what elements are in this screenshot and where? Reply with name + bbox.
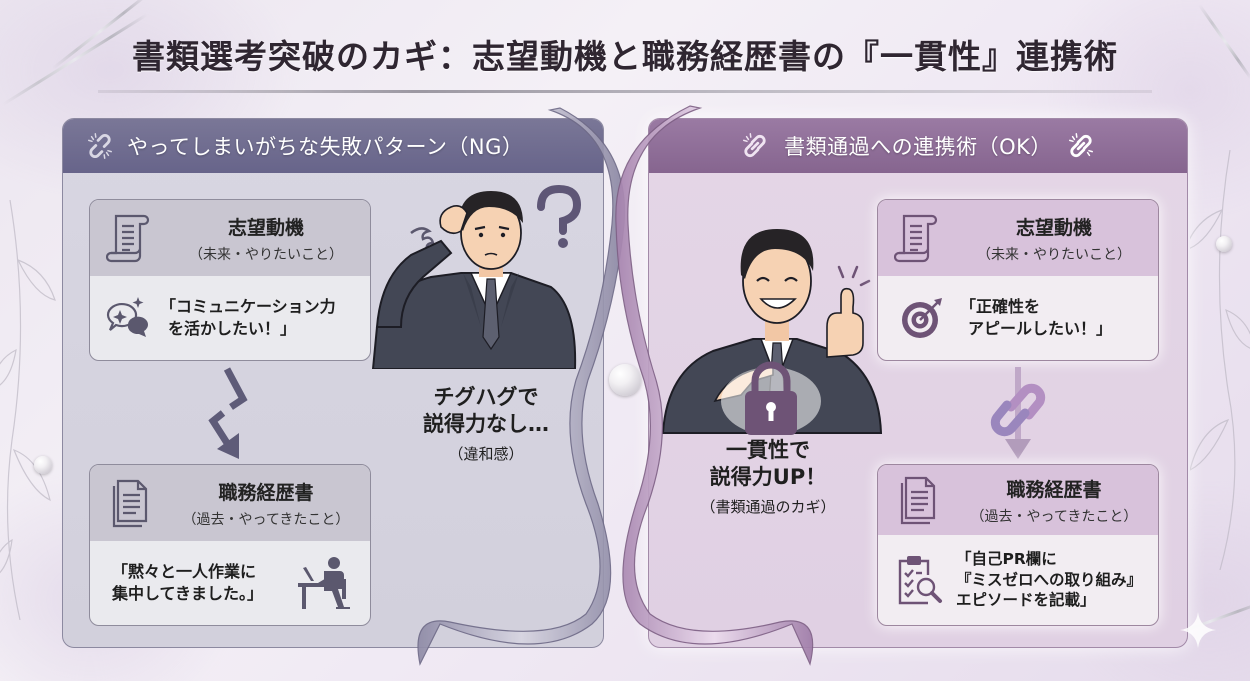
zigzag-broken-arrow-icon xyxy=(208,367,248,459)
title-divider xyxy=(98,90,1152,93)
card-subtitle: （未来・やりたいこと） xyxy=(977,246,1131,263)
question-mark-icon xyxy=(537,184,582,248)
clipboard-checklist-magnifier-icon xyxy=(898,556,942,605)
smiling-businessman-illustration xyxy=(661,229,883,435)
confused-businessman-illustration xyxy=(371,184,582,369)
quote-line: アピールしたい！」 xyxy=(968,319,1113,338)
quote-line: 「コミュニケーション力 xyxy=(160,297,336,317)
ng-panel: やってしまいがちな失敗パターン（NG） 志望動機 （未来・やりたいこと） xyxy=(62,118,604,648)
verdict-line: チグハグで xyxy=(433,385,539,409)
ng-motivation-card: 志望動機 （未来・やりたいこと） 「コミュニケーション力 を活かしたい！」 xyxy=(89,199,371,361)
pearl-decoration xyxy=(34,456,52,474)
chat-bubbles-sparkle-icon xyxy=(106,297,148,337)
card-subtitle: （未来・やりたいこと） xyxy=(189,246,343,263)
card-title: 志望動機 xyxy=(1015,216,1092,239)
verdict-note: （違和感） xyxy=(448,444,524,463)
broken-link-icon xyxy=(88,133,112,159)
card-body: 「コミュニケーション力 を活かしたい！」 xyxy=(90,276,370,360)
scroll-document-icon xyxy=(894,214,938,263)
verdict-line: 説得力なし… xyxy=(423,412,549,437)
sparkle-link-icon xyxy=(743,133,766,158)
silver-leaf-decoration-right xyxy=(1190,150,1250,570)
person-working-at-desk-icon xyxy=(298,557,350,609)
scroll-document-icon xyxy=(106,214,150,263)
ng-panel-title: やってしまいがちな失敗パターン（NG） xyxy=(127,135,524,159)
quote-line: 『ミスゼロへの取り組み』 xyxy=(956,570,1143,589)
stacked-documents-icon xyxy=(900,476,936,525)
page-title: 書類選考突破のカギ：志望動機と職務経歴書の『一貫性』連携術 xyxy=(132,37,1118,76)
verdict-line: 説得力UP！ xyxy=(709,465,827,490)
ok-panel: 書類通過への連携術（OK） xyxy=(648,118,1188,648)
card-title: 志望動機 xyxy=(227,216,304,239)
card-subtitle: （過去・やってきたこと） xyxy=(182,511,350,528)
pearl-decoration xyxy=(1216,236,1232,252)
stacked-documents-icon xyxy=(112,479,148,528)
card-subtitle: （過去・やってきたこと） xyxy=(970,508,1138,525)
card-title: 職務経歴書 xyxy=(1006,478,1102,501)
quote-line: 「黙々と一人作業に xyxy=(112,562,257,582)
ok-resume-card: 職務経歴書 （過去・やってきたこと） 「自己PR欄に 『ミスゼロへの取り組み』 xyxy=(877,464,1159,626)
card-header: 志望動機 （未来・やりたいこと） xyxy=(90,200,370,276)
card-header: 職務経歴書 （過去・やってきたこと） xyxy=(90,465,370,541)
ok-panel-title: 書類通過への連携術（OK） xyxy=(784,135,1052,159)
chain-link-down-arrow-icon xyxy=(990,367,1046,459)
quote-line: エピソードを記載」 xyxy=(956,591,1096,610)
ng-panel-header: やってしまいがちな失敗パターン（NG） xyxy=(63,119,603,173)
ok-verdict: 一貫性で 説得力UP！ （書類通過のカギ） xyxy=(663,437,873,517)
target-bullseye-icon xyxy=(902,298,942,338)
pearl-center xyxy=(609,364,641,396)
sparkle-link-icon xyxy=(1068,133,1093,158)
verdict-line: 一貫性で xyxy=(726,438,810,462)
quote-line: 「自己PR欄に xyxy=(956,549,1057,568)
card-header: 職務経歴書 （過去・やってきたこと） xyxy=(878,465,1158,535)
card-header: 志望動機 （未来・やりたいこと） xyxy=(878,200,1158,276)
verdict-note: （書類通過のカギ） xyxy=(700,497,836,516)
card-title: 職務経歴書 xyxy=(218,481,314,504)
ng-verdict: チグハグで 説得力なし… （違和感） xyxy=(381,384,591,464)
card-body: 「自己PR欄に 『ミスゼロへの取り組み』 エピソードを記載」 xyxy=(878,535,1158,625)
quote-line: を活かしたい！」 xyxy=(168,319,297,338)
card-body: 「黙々と一人作業に 集中してきました。」 xyxy=(90,541,370,625)
card-body: 「正確性を アピールしたい！」 xyxy=(878,276,1158,360)
ng-resume-card: 職務経歴書 （過去・やってきたこと） 「黙々と一人作業に 集中してきました。」 xyxy=(89,464,371,626)
ok-motivation-card: 志望動機 （未来・やりたいこと） 「正確性を アピールしたい！」 xyxy=(877,199,1159,361)
ok-panel-header: 書類通過への連携術（OK） xyxy=(649,119,1187,173)
sparkle-decoration-icon xyxy=(1180,612,1216,648)
silver-leaf-decoration-left xyxy=(0,200,56,620)
quote-line: 集中してきました。」 xyxy=(112,584,264,603)
quote-line: 「正確性を xyxy=(960,297,1041,317)
